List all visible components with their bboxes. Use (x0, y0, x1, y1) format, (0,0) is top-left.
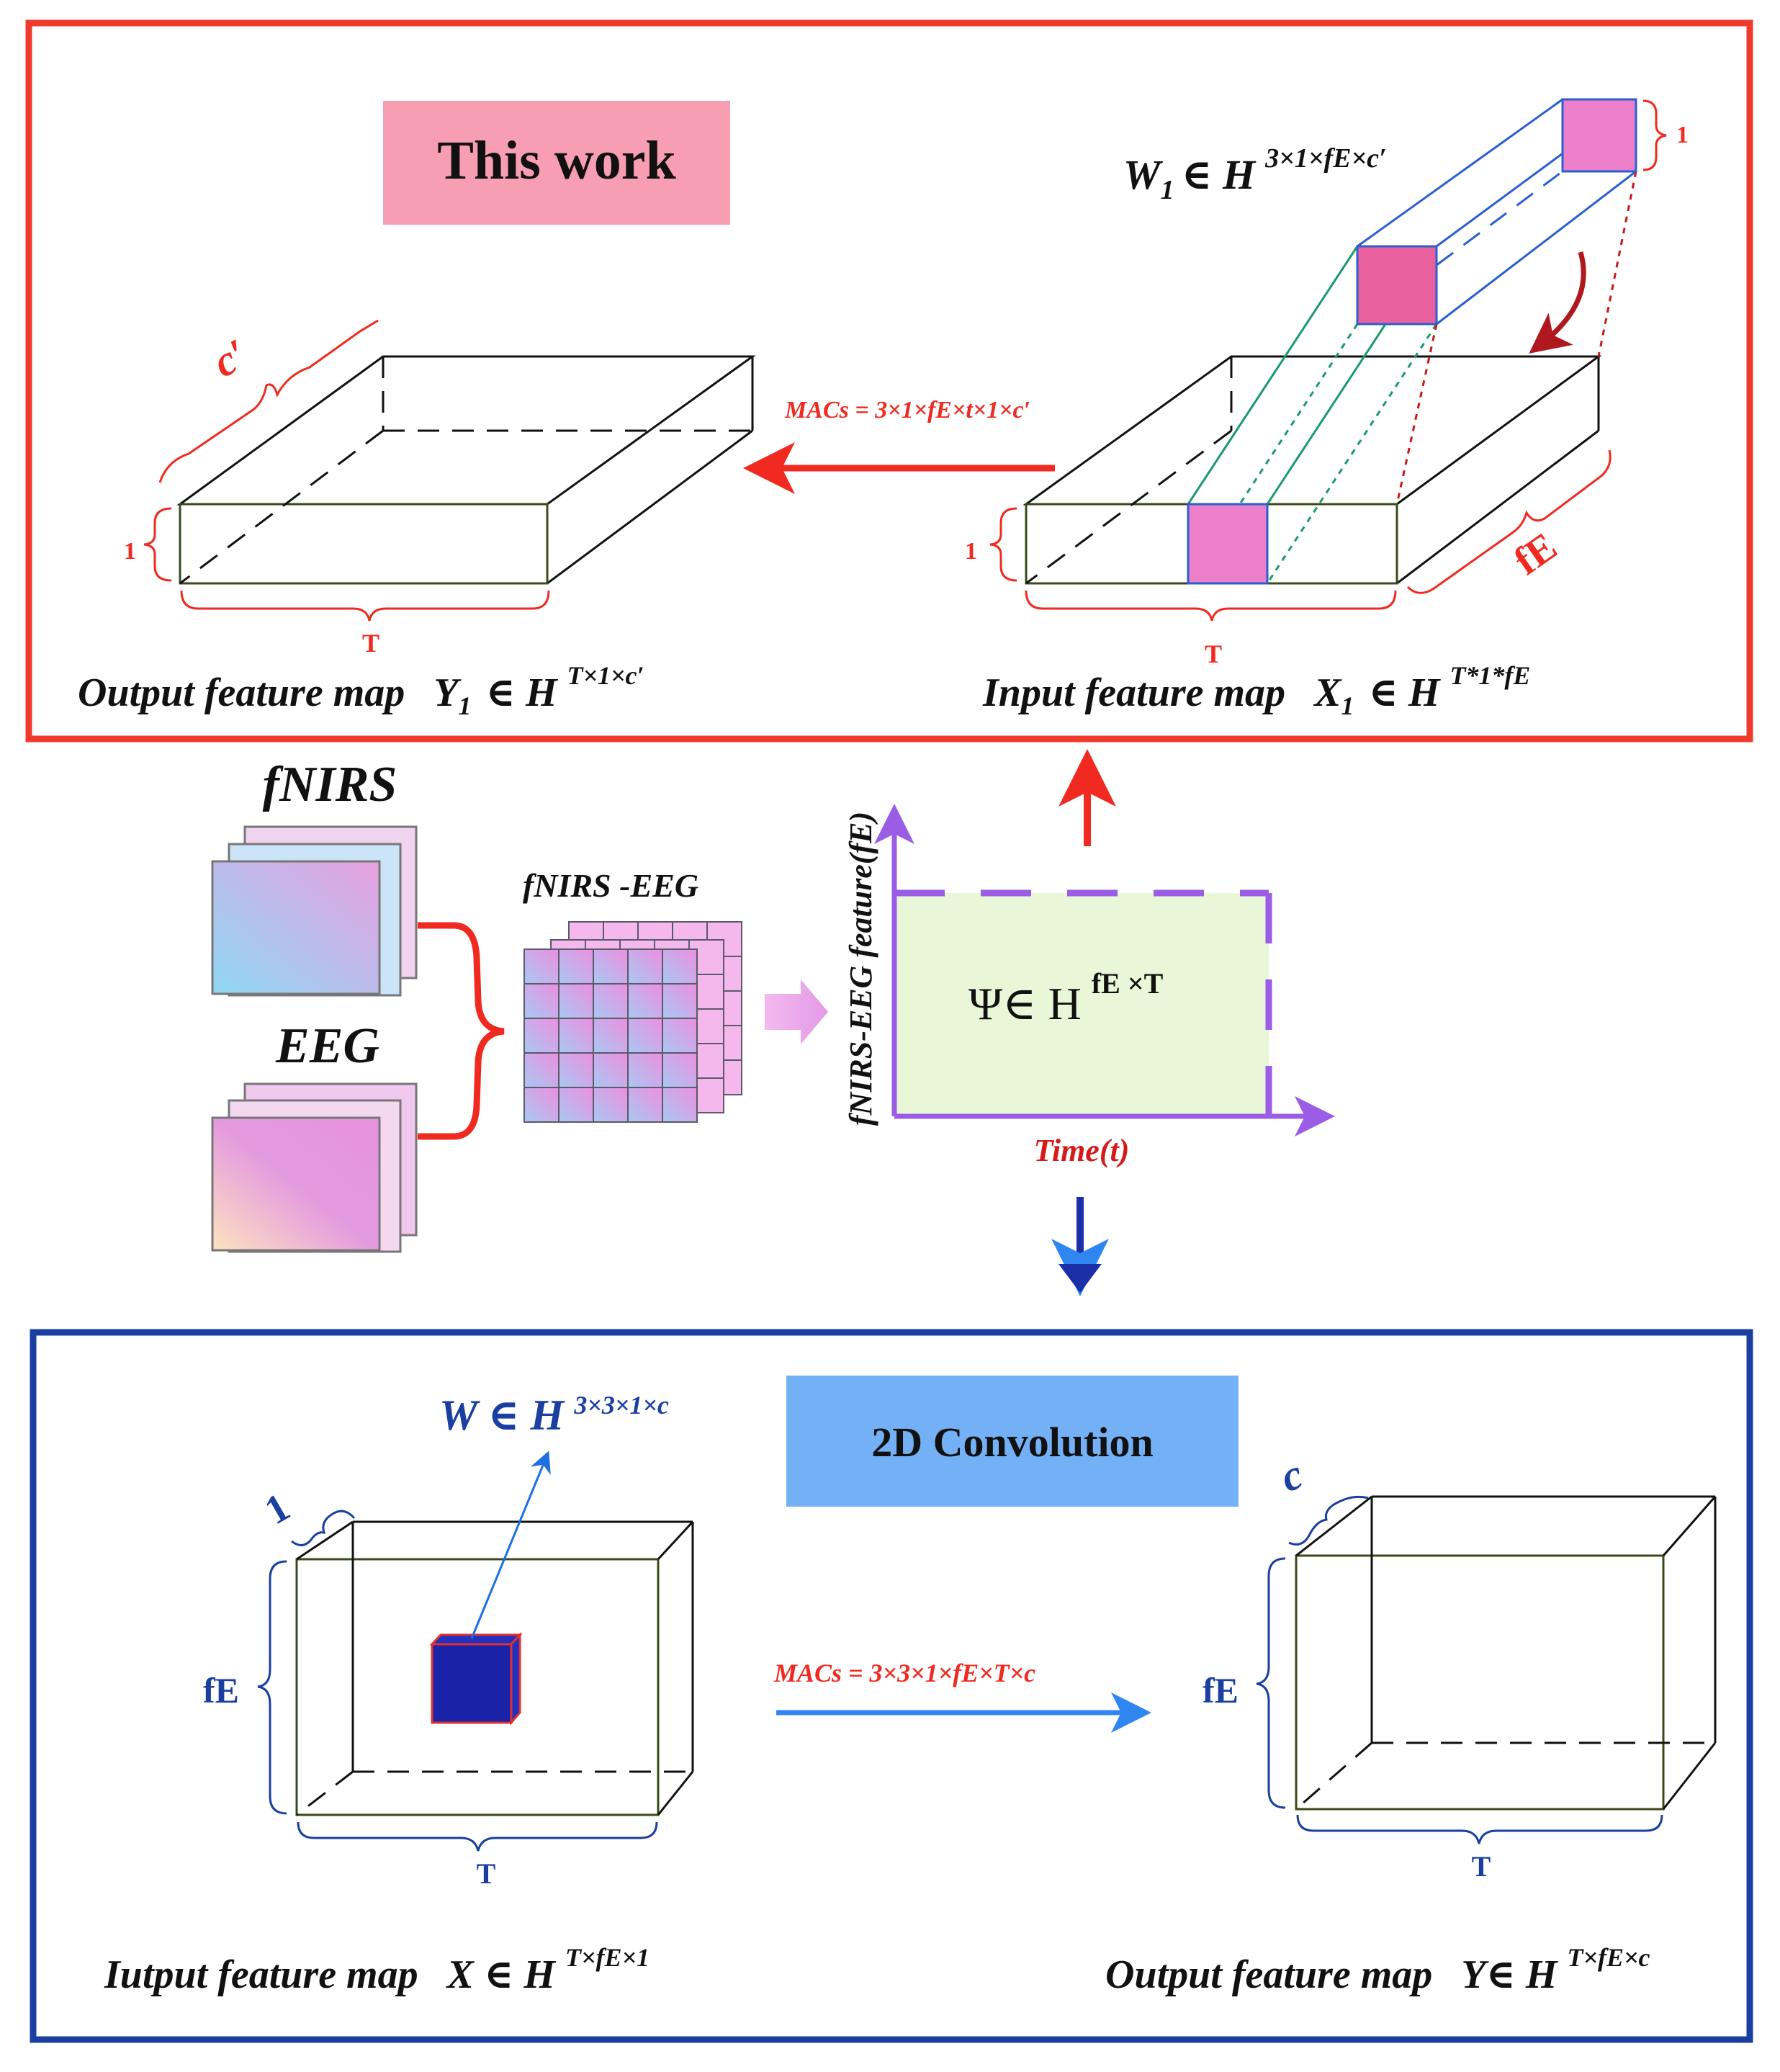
top-title: This work (437, 130, 676, 191)
in-fE-label: fE (1506, 524, 1565, 584)
out-one-brace (143, 507, 172, 582)
fused-grid-cell (627, 1087, 663, 1123)
out-one-label: 1 (124, 538, 136, 565)
kernel-one-label: 1 (1676, 122, 1689, 148)
fused-grid-cell (558, 983, 594, 1019)
bottom-T-out-label: T (1472, 1850, 1491, 1883)
in-fE-brace (1406, 449, 1612, 594)
bottom-T-in-brace (297, 1821, 658, 1852)
output-feature-block (176, 355, 756, 585)
bottom-input-block (295, 1520, 694, 1816)
fused-grid-cell (593, 1087, 629, 1123)
psi-box (894, 893, 1269, 1116)
bottom-title-box (786, 1376, 1239, 1507)
in-T-brace (1025, 590, 1397, 622)
fused-grid-cell (627, 1052, 663, 1088)
fnirs-label: fNIRS (263, 757, 397, 812)
fusion-brace (418, 922, 505, 1140)
eeg-stack (211, 1082, 418, 1253)
fused-grid-cell (662, 948, 698, 985)
fused-grid-cell (558, 1052, 594, 1088)
bottom-one-brace (291, 1510, 356, 1546)
bottom-title: 2D Convolution (871, 1419, 1154, 1466)
fused-grid-cell (593, 1052, 629, 1088)
fused-grid-cell (593, 1018, 629, 1054)
down-arrow-head (1058, 1264, 1102, 1293)
kernel-curved-arrow (1529, 251, 1586, 354)
fused-grid-cell (627, 983, 663, 1019)
fused-grid-cell (523, 948, 559, 985)
bottom-panel-border (30, 1329, 1753, 2043)
fused-grid-cell (593, 948, 629, 985)
fat-arrow (765, 979, 828, 1044)
bottom-fE-in-label: fE (203, 1670, 239, 1710)
c-prime-brace (158, 319, 379, 483)
top-macs-label: MACs = 3×1×fE×t×1×c′ (784, 397, 1030, 423)
fused-grid-cell (558, 948, 594, 985)
top-panel-border (25, 19, 1753, 743)
out-T-label: T (362, 629, 379, 658)
fused-grid-cell (593, 983, 629, 1019)
bottom-c-label: c (1275, 1450, 1309, 1501)
fused-grid-cell (523, 1018, 559, 1054)
in-one-label: 1 (965, 538, 977, 565)
kernel-front-face (1356, 245, 1438, 326)
bottom-one-label: 1 (258, 1485, 297, 1534)
out-T-brace (180, 590, 550, 622)
bottom-output-block (1295, 1495, 1717, 1811)
top-title-box (383, 101, 730, 225)
fused-grid-cell (662, 1018, 698, 1054)
fused-grid-cell (662, 1052, 698, 1088)
bottom-fE-out-label: fE (1203, 1670, 1239, 1710)
bottom-kernel-cube (429, 1632, 523, 1726)
in-T-label: T (1205, 640, 1222, 668)
fused-grid-cell (558, 1018, 594, 1054)
fused-grid-cell (662, 983, 698, 1019)
in-one-brace (989, 507, 1017, 582)
fused-grid-cell (627, 948, 663, 985)
fused-grid-cell (523, 1052, 559, 1088)
eeg-label: EEG (275, 1018, 379, 1074)
bottom-fE-in-brace (257, 1560, 287, 1815)
fused-grid-cell (627, 1018, 663, 1054)
bottom-c-brace (1288, 1495, 1369, 1546)
bottom-T-in-label: T (477, 1857, 496, 1890)
kernel-one-brace (1642, 99, 1667, 171)
bottom-kernel-pointer (470, 1450, 551, 1639)
fused-grid-cell (662, 1087, 698, 1123)
c-prime-label: c′ (205, 330, 255, 387)
kernel-back-face (1561, 98, 1637, 173)
fused-grid-cell (523, 983, 559, 1019)
plot-x-label: Time(t) (1034, 1133, 1130, 1168)
fused-grid (523, 921, 742, 1123)
plot-y-label: fNIRS-EEG feature(fE) (843, 812, 878, 1126)
kernel-slice (1187, 503, 1269, 585)
fused-grid-cell (523, 1087, 559, 1123)
fused-label: fNIRS -EEG (523, 867, 698, 904)
bottom-T-out-brace (1296, 1814, 1663, 1844)
fused-grid-cell (558, 1087, 594, 1123)
bottom-macs-label: MACs = 3×3×1×fE×T×c (773, 1659, 1035, 1687)
fnirs-stack (211, 825, 418, 997)
bottom-fE-out-brace (1256, 1557, 1286, 1809)
